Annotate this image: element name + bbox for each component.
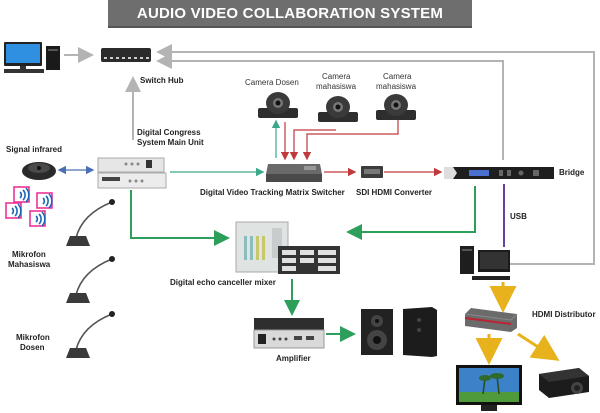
- infrared-receiver-icon: [22, 162, 56, 180]
- main-unit-label-2: System Main Unit: [137, 138, 204, 147]
- signal-infrared-label: Signal infrared: [6, 145, 63, 154]
- camera-mhs2-label-1: Camera: [383, 72, 412, 81]
- speaker-back-icon: [403, 307, 437, 357]
- right-computer-to-hub-line: [156, 44, 595, 265]
- projector-icon: [539, 368, 589, 398]
- bridge-device-icon: [444, 167, 554, 179]
- mic-dosen-icon-2: [66, 311, 115, 358]
- camera-mahasiswa-1-icon: [318, 96, 358, 122]
- mic-mahasiswa-label-2: Mahasiswa: [8, 260, 51, 269]
- matrix-switcher-label: Digital Video Tracking Matrix Switcher: [200, 188, 345, 197]
- right-computer-icon: [460, 246, 510, 280]
- wireless-devices-icon: [5, 186, 53, 227]
- echo-mixer-label: Digital echo canceller mixer: [170, 278, 276, 287]
- camera-mhs1-video-line: [289, 129, 336, 161]
- hdmi-distributor-icon: [464, 308, 518, 332]
- mic-mahasiswa-icon: [66, 199, 115, 246]
- amplifier-label: Amplifier: [276, 354, 311, 363]
- camera-mhs1-label-2: mahasiswa: [316, 82, 357, 91]
- mic-dosen-icon-1: [66, 256, 115, 303]
- camera-mahasiswa-2-icon: [376, 94, 416, 120]
- amplifier-icon: [253, 318, 325, 349]
- mic-dosen-label-1: Mikrofon: [16, 333, 50, 342]
- matrix-switcher-icon: [266, 164, 322, 182]
- main-unit-label-1: Digital Congress: [137, 128, 201, 137]
- mainunit-to-mixer-line: [130, 190, 230, 246]
- mic-dosen-label-2: Dosen: [20, 343, 45, 352]
- camera-mhs1-label-1: Camera: [322, 72, 351, 81]
- hdmi-distributor-label: HDMI Distributor: [532, 310, 596, 319]
- mic-mahasiswa-label-1: Mikrofon: [12, 250, 46, 259]
- camera-dosen-label: Camera Dosen: [245, 78, 299, 87]
- sdi-hdmi-converter-icon: [361, 166, 383, 178]
- bridge-to-hub-line: [156, 53, 504, 160]
- bridge-to-mixer-line: [346, 186, 476, 240]
- desktop-computer-icon: [4, 42, 60, 73]
- camera-mhs2-video-line: [302, 120, 399, 161]
- camera-dosen-icon: [258, 92, 298, 118]
- television-icon: [456, 365, 522, 411]
- camera-mhs2-label-2: mahasiswa: [376, 82, 417, 91]
- diagram-title: AUDIO VIDEO COLLABORATION SYSTEM: [108, 0, 472, 28]
- congress-main-unit-icon: [97, 157, 167, 189]
- switch-hub-icon: [101, 48, 151, 62]
- echo-canceller-mixer-icon: [235, 221, 340, 274]
- sdi-converter-label: SDI HDMI Converter: [356, 188, 433, 197]
- switch-hub-label: Switch Hub: [140, 76, 184, 85]
- usb-label: USB: [510, 212, 527, 221]
- bridge-label: Bridge: [559, 168, 585, 177]
- speaker-front-icon: [361, 309, 393, 355]
- distributor-to-projector-line: [517, 332, 560, 361]
